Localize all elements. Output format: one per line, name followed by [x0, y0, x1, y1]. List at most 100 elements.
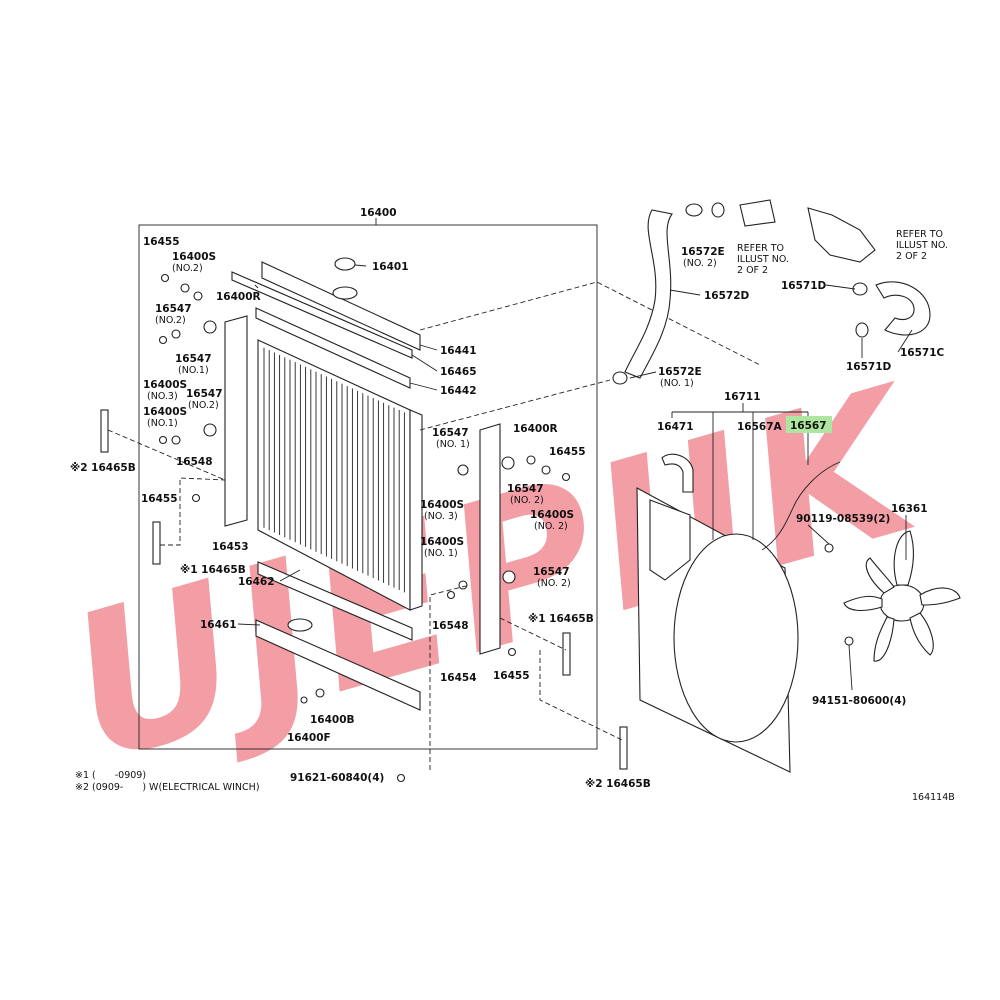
leader-lines [107, 281, 761, 770]
radiator-core [257, 339, 423, 611]
label-16465b: ※1 16465B [180, 564, 246, 576]
label-16401: 16401 [372, 261, 409, 273]
svg-text:(NO.1): (NO.1) [147, 418, 178, 429]
lower-tank-16461 [255, 619, 421, 711]
bushings-right [300, 455, 571, 783]
svg-text:(NO. 2): (NO. 2) [537, 578, 571, 589]
upper-tank [261, 261, 421, 351]
label-16361: 16361 [891, 503, 928, 515]
label-16571d: 16571D [781, 280, 827, 292]
label-16547: 16547 [507, 483, 544, 495]
label-16547: 16547 [175, 353, 212, 365]
label-16465b: ※2 16465B [70, 462, 136, 474]
label-16711: 16711 [724, 391, 761, 403]
label-16547: 16547 [533, 566, 570, 578]
label-16465b: ※2 16465B [585, 778, 651, 790]
side-support-16454 [479, 423, 501, 655]
label-16465: 16465 [440, 366, 477, 378]
diagram-code: 164114B [912, 792, 955, 803]
label-16400s: 16400S [143, 379, 187, 391]
radiator-fins [263, 347, 405, 593]
label-16441: 16441 [440, 345, 477, 357]
label-16572e: 16572E [658, 366, 702, 378]
refer-note: REFER TO [737, 243, 784, 254]
fan-shroud-16711 [636, 487, 799, 773]
svg-text:(NO.2): (NO.2) [188, 400, 219, 411]
label-16572e: 16572E [681, 246, 725, 258]
group-bracket [671, 403, 809, 540]
label-16547: 16547 [186, 388, 223, 400]
label-16455: 16455 [141, 493, 178, 505]
highlight-16567 [786, 416, 832, 433]
refer-note: REFER TO [896, 229, 943, 240]
side-support-16453 [224, 315, 248, 527]
label-16462: 16462 [238, 576, 275, 588]
svg-text:(NO. 2): (NO. 2) [683, 258, 717, 269]
label-16400s: 16400S [172, 251, 216, 263]
label-16567: 16567 [790, 420, 827, 432]
label-16547: 16547 [432, 427, 469, 439]
label-16548: 16548 [176, 456, 213, 468]
label-16572d: 16572D [704, 290, 750, 302]
svg-text:2 OF 2: 2 OF 2 [737, 265, 768, 276]
bushings-left [158, 273, 217, 503]
gasket-16462 [257, 561, 413, 641]
label-16400s: 16400S [420, 499, 464, 511]
svg-text:ILLUST NO.: ILLUST NO. [896, 240, 948, 251]
label-94151: 94151-80600(4) [812, 695, 906, 707]
svg-text:ILLUST NO.: ILLUST NO. [737, 254, 789, 265]
radiator-assembly-box [138, 224, 598, 750]
hose-16471 [661, 453, 694, 493]
label-16567a: 16567A [737, 421, 783, 433]
footnote: ※2 (0909- ) W(ELECTRICAL WINCH) [75, 782, 260, 793]
label-16454: 16454 [440, 672, 477, 684]
seal-16465 [231, 271, 413, 359]
label-16400b: 16400B [310, 714, 355, 726]
label-16400f: 16400F [287, 732, 331, 744]
svg-text:(NO. 1): (NO. 1) [424, 548, 458, 559]
label-16400: 16400 [360, 207, 397, 219]
label-16471: 16471 [657, 421, 694, 433]
label-16400r: 16400R [216, 291, 261, 303]
svg-text:2 OF 2: 2 OF 2 [896, 251, 927, 262]
label-90119: 90119-08539(2) [796, 513, 890, 525]
label-16400s: 16400S [530, 509, 574, 521]
label-16465b: ※1 16465B [528, 613, 594, 625]
label-16461: 16461 [200, 619, 237, 631]
label-16455: 16455 [549, 446, 586, 458]
callout-labels: 16455 16400S (NO.2) 16400R 16547 (NO.2) … [70, 229, 955, 803]
svg-text:(NO.3): (NO.3) [147, 391, 178, 402]
gasket-16442 [255, 307, 411, 389]
label-16455: 16455 [143, 236, 180, 248]
label-91621: 91621-60840(4) [290, 772, 384, 784]
svg-text:(NO.1): (NO.1) [178, 365, 209, 376]
svg-text:(NO. 1): (NO. 1) [660, 378, 694, 389]
svg-text:(NO.2): (NO.2) [172, 263, 203, 274]
label-16453: 16453 [212, 541, 249, 553]
label-16571c: 16571C [900, 347, 945, 359]
label-16571d: 16571D [846, 361, 892, 373]
label-16400r: 16400R [513, 423, 558, 435]
label-16400s: 16400S [143, 406, 187, 418]
label-leaders [237, 264, 913, 691]
label-16548: 16548 [432, 620, 469, 632]
thermostat-housing [807, 207, 876, 263]
svg-text:(NO. 2): (NO. 2) [534, 521, 568, 532]
footnote: ※1 ( -0909) [75, 770, 146, 781]
label-16547: 16547 [155, 303, 192, 315]
label-16455: 16455 [493, 670, 530, 682]
upper-hose-16572d [624, 209, 673, 379]
svg-text:(NO. 2): (NO. 2) [510, 495, 544, 506]
svg-text:(NO. 1): (NO. 1) [436, 439, 470, 450]
cooling-fan-16361 [843, 530, 961, 662]
svg-text:(NO. 3): (NO. 3) [424, 511, 458, 522]
lower-hose-16571c [875, 281, 931, 336]
pins-16465b [100, 409, 628, 770]
hose-16567 [761, 461, 841, 551]
label-16442: 16442 [440, 385, 477, 397]
svg-text:(NO.2): (NO.2) [155, 315, 186, 326]
radiator-cap-16401 [332, 286, 358, 300]
label-16400s: 16400S [420, 536, 464, 548]
